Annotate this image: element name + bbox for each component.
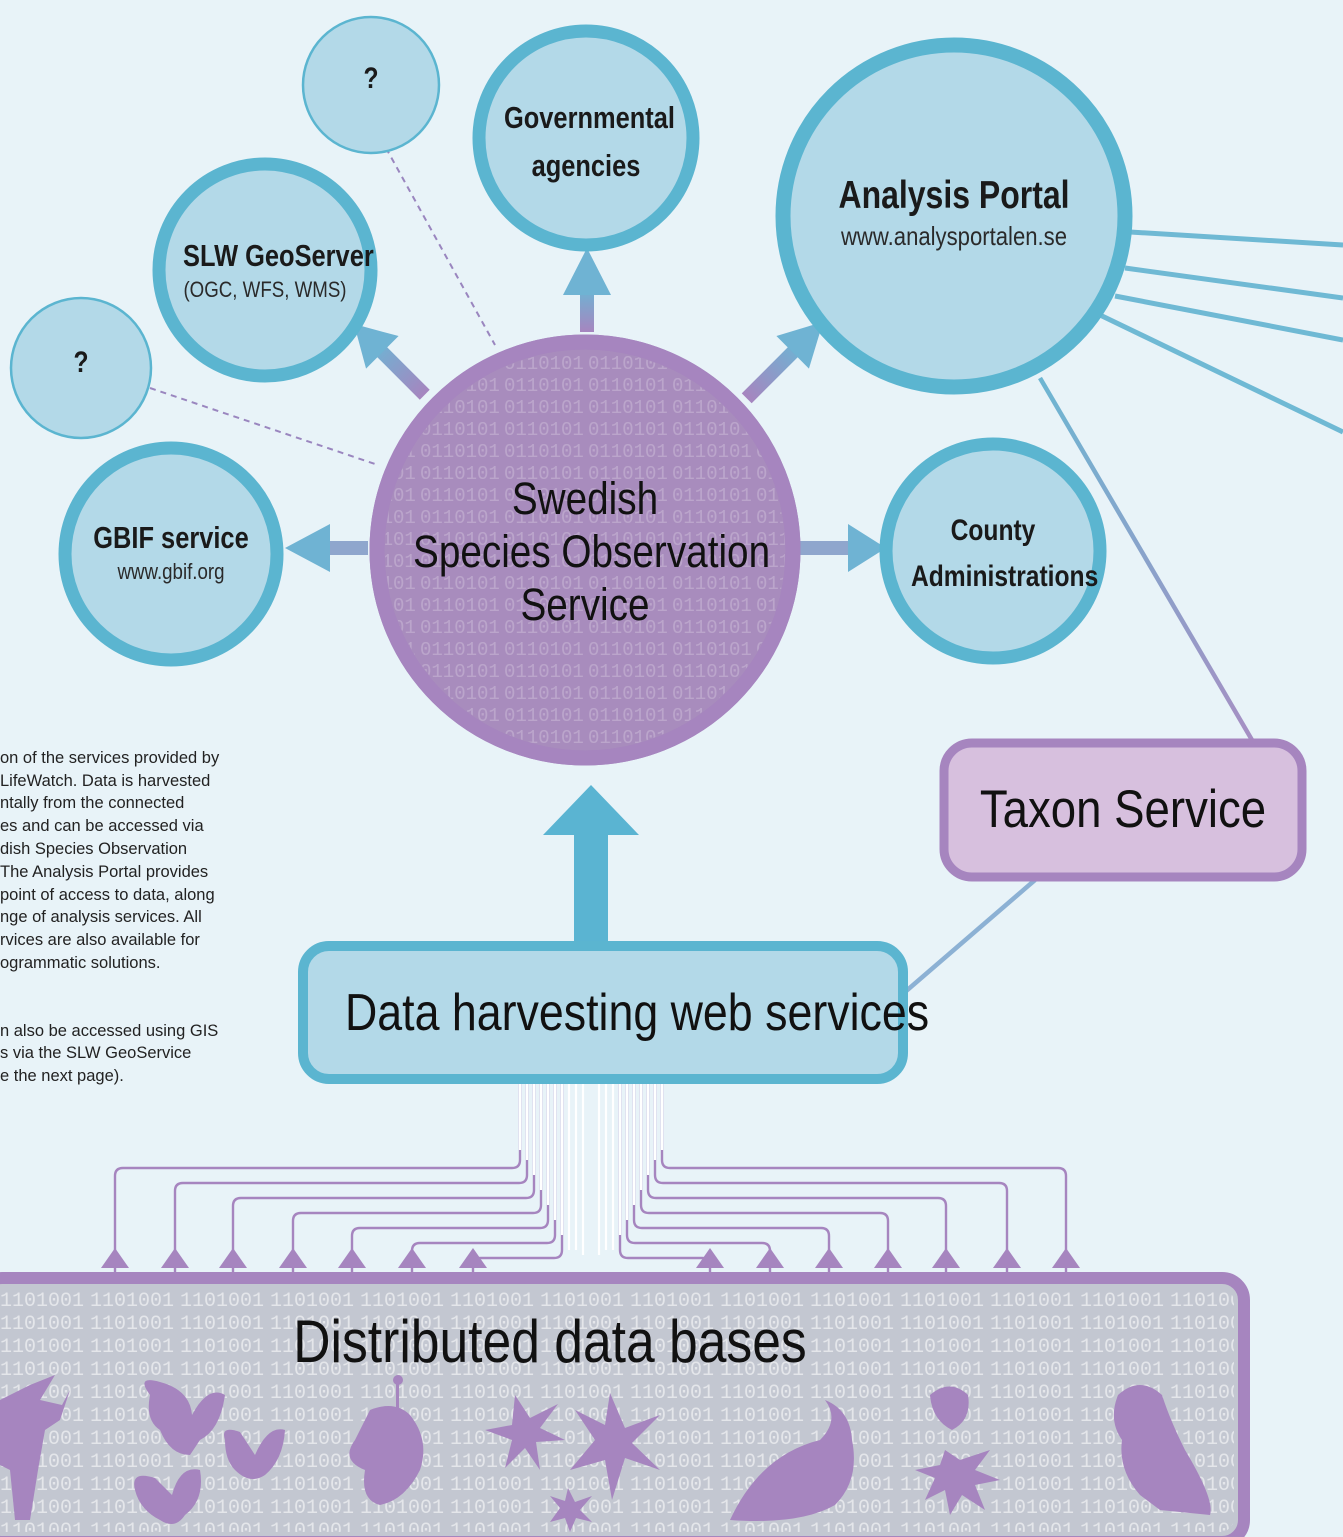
governmental-node: [472, 24, 700, 252]
taxon-service-box: [939, 738, 1307, 882]
star-icon-2: [570, 1393, 660, 1500]
unknown-top-label: ?: [363, 62, 379, 95]
bee-icon: [349, 1406, 424, 1505]
caption-paragraph-2: n also be accessed using GIS s via the S…: [0, 1021, 219, 1086]
analysis-portal-label: Analysis Portal www.analysportalen.se: [838, 174, 1070, 251]
butterfly-icon: [144, 1380, 225, 1455]
harvesting-box: [298, 941, 908, 1084]
taxon-service-label: Taxon Service: [979, 780, 1267, 839]
analysis-portal-node: [775, 37, 1133, 395]
fern-icon: [915, 1450, 1000, 1515]
species-silhouettes: [0, 1375, 1211, 1532]
center-node: [369, 334, 801, 766]
flower-icon: [930, 1386, 969, 1430]
gbif-label: GBIF service www.gbif.org: [93, 520, 249, 584]
owl-icon: [1113, 1385, 1211, 1515]
gbif-node: [58, 441, 284, 667]
moose-icon: [0, 1375, 70, 1520]
unknown-left-label: ?: [73, 346, 89, 379]
caption-paragraph-1: on of the services provided by LifeWatch…: [0, 748, 220, 972]
harvest-bundle: [518, 1080, 664, 1255]
butterfly-icon-3: [134, 1469, 201, 1524]
center-label: Swedish Species Observation Service: [413, 473, 771, 630]
star-icon-3: [550, 1488, 592, 1532]
databases-label: Distributed data bases: [293, 1308, 807, 1375]
star-icon: [485, 1395, 565, 1470]
analysis-portal-connectors: [1098, 229, 1343, 435]
center-arrows: [285, 248, 886, 946]
county-label: County Administrations: [911, 514, 1099, 593]
fish-icon: [730, 1400, 854, 1521]
unknown-node-top: [301, 15, 441, 155]
harvest-lines: [113, 1080, 1068, 1537]
db-arrowheads: [101, 1248, 1080, 1268]
taxon-connectors: [903, 376, 1254, 994]
unknown-node-left: [9, 296, 153, 440]
dashed-connectors: [149, 147, 496, 466]
slw-geoserver-node: [152, 157, 378, 383]
harvesting-label: Data harvesting web services: [345, 984, 930, 1042]
slw-geoserver-label: SLW GeoServer (OGC, WFS, WMS): [183, 238, 374, 302]
caption-text: on of the services provided by LifeWatch…: [0, 724, 270, 1111]
governmental-label: Governmental agencies: [504, 100, 675, 183]
butterfly-icon-2: [224, 1429, 285, 1479]
county-node: [879, 437, 1107, 665]
